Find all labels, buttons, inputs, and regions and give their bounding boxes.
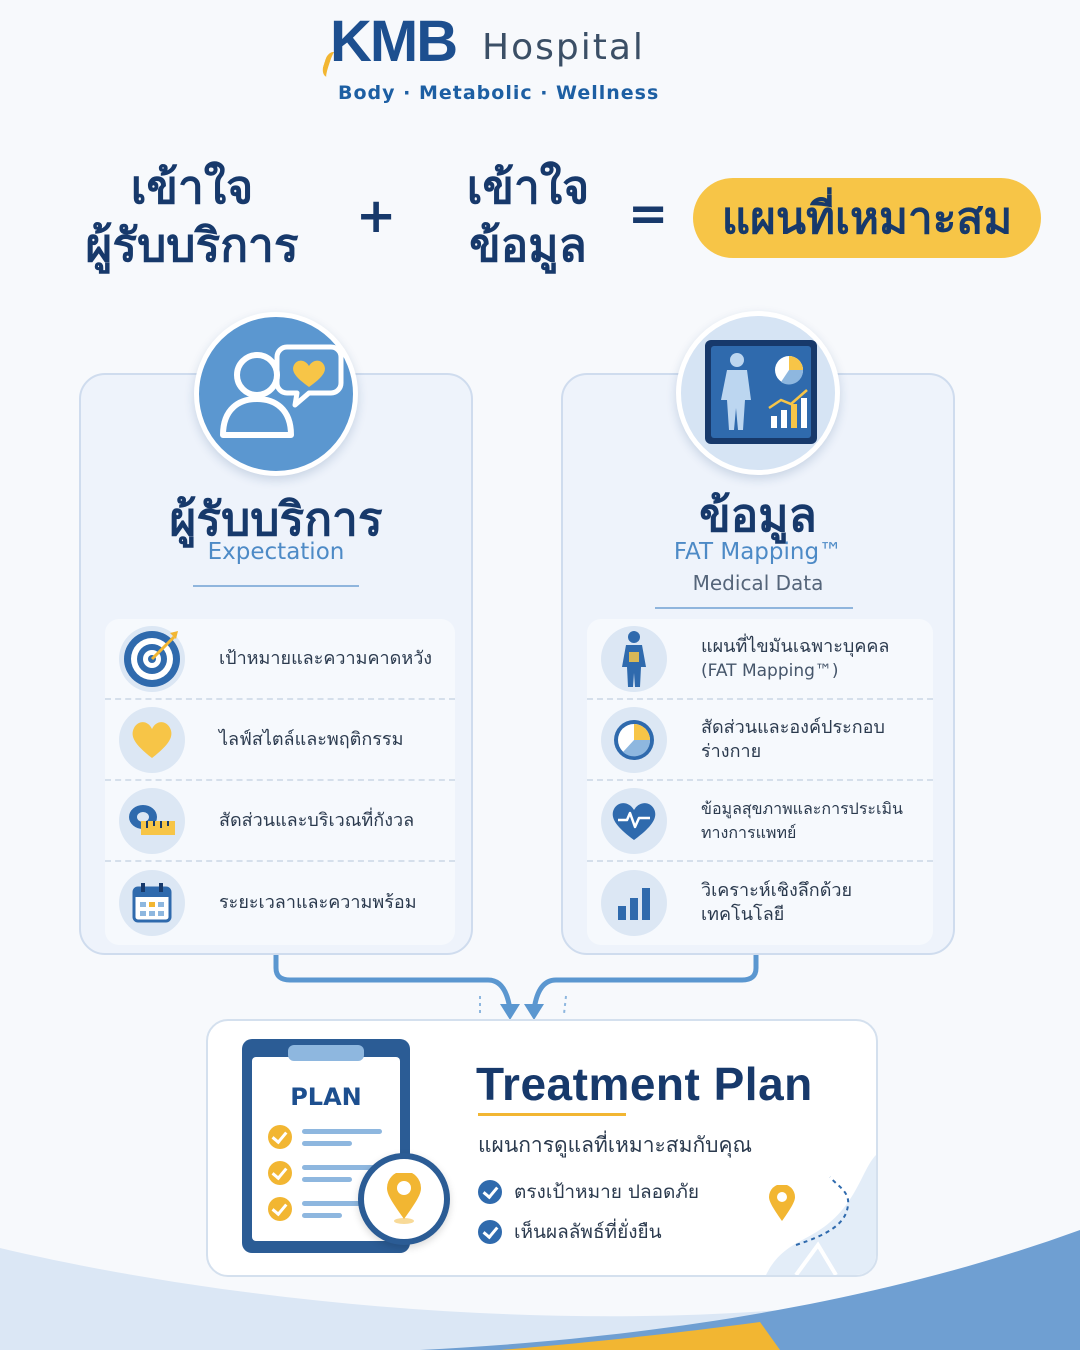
list-item-label: ข้อมูลสุขภาพและการประเมินทางการแพทย์	[701, 798, 903, 842]
people-heart-badge	[194, 312, 358, 476]
treatment-plan-card: PLAN Treatment Plan แผนการดูแลที่เหมาะสม…	[206, 1019, 878, 1277]
plan-line	[302, 1213, 342, 1218]
equation-term-client-line1: เข้าใจ	[130, 160, 254, 214]
calendar-icon	[119, 869, 185, 936]
check-icon	[268, 1197, 292, 1221]
data-list: แผนที่ไขมันเฉพาะบุคคล (FAT Mapping™) สัด…	[587, 619, 933, 945]
people-chat-heart-icon	[220, 344, 344, 438]
heartbeat-icon	[601, 787, 667, 854]
client-list: เป้าหมายและความคาดหวัง ไลฟ์สไตล์และพฤติก…	[105, 619, 455, 945]
list-item: ระยะเวลาและความพร้อม	[105, 862, 455, 943]
map-pin-icon	[769, 1185, 795, 1221]
equals-sign: =	[628, 186, 669, 242]
client-card-divider	[193, 585, 359, 587]
client-card-title: ผู้รับบริการ	[169, 492, 383, 546]
data-card-subtitle-2: Medical Data	[692, 571, 824, 595]
list-item-label: แผนที่ไขมันเฉพาะบุคคล (FAT Mapping™)	[701, 635, 889, 683]
plan-line	[302, 1177, 352, 1182]
pie-chart-icon	[601, 706, 667, 773]
list-item-label-line2: (FAT Mapping™)	[701, 660, 839, 681]
treatment-plan-divider	[478, 1113, 626, 1116]
list-item: สัดส่วนและบริเวณที่กังวล	[105, 781, 455, 862]
heart-icon	[119, 706, 185, 773]
list-item-label: สัดส่วนและบริเวณที่กังวล	[219, 809, 415, 831]
client-card: ผู้รับบริการ Expectation เป้าหมายและความ…	[79, 373, 473, 955]
list-item-label: เป้าหมายและความคาดหวัง	[219, 647, 433, 669]
list-item: ไลฟ์สไตล์และพฤติกรรม	[105, 700, 455, 781]
list-item-label-line1: แผนที่ไขมันเฉพาะบุคคล	[701, 635, 890, 657]
bar-chart-icon	[601, 869, 667, 936]
list-item-label: สัดส่วนและองค์ประกอบร่างกาย	[701, 716, 885, 762]
list-item-label: วิเคราะห์เชิงลึกด้วยเทคโนโลยี	[701, 879, 853, 925]
list-item: แผนที่ไขมันเฉพาะบุคคล (FAT Mapping™)	[587, 619, 933, 700]
logo-name: Hospital	[482, 27, 645, 68]
list-item: วิเคราะห์เชิงลึกด้วยเทคโนโลยี	[587, 862, 933, 943]
clipboard-clip	[288, 1045, 364, 1061]
plan-point: ตรงเป้าหมาย ปลอดภัย	[478, 1177, 699, 1207]
plan-line	[302, 1141, 352, 1146]
check-icon	[268, 1125, 292, 1149]
hospital-logo: KMB Hospital Body · Metabolic · Wellness	[320, 9, 750, 104]
plan-line	[302, 1201, 362, 1206]
plan-point: เห็นผลลัพธ์ที่ยั่งยืน	[478, 1217, 662, 1247]
medical-monitor-icon	[705, 340, 817, 444]
location-pin-icon	[387, 1173, 421, 1224]
client-card-subtitle: Expectation	[207, 539, 345, 565]
list-item-label: ไลฟ์สไตล์และพฤติกรรม	[219, 728, 404, 750]
data-card-title: ข้อมูล	[699, 488, 817, 542]
logo-tagline: Body · Metabolic · Wellness	[338, 82, 660, 104]
medical-data-badge	[676, 311, 840, 475]
plan-clipboard-label: PLAN	[290, 1083, 362, 1111]
equation-term-data-line1: เข้าใจ	[466, 160, 590, 214]
list-item: ข้อมูลสุขภาพและการประเมินทางการแพทย์	[587, 781, 933, 862]
map-route-decoration	[766, 1155, 876, 1275]
plan-point-label: ตรงเป้าหมาย ปลอดภัย	[514, 1181, 700, 1203]
treatment-plan-subtitle: แผนการดูแลที่เหมาะสมกับคุณ	[478, 1133, 753, 1157]
target-icon	[119, 625, 185, 692]
body-figure-icon	[601, 625, 667, 692]
logo-mark: KMB	[330, 9, 458, 74]
location-pin-badge	[358, 1153, 450, 1245]
list-item: เป้าหมายและความคาดหวัง	[105, 619, 455, 700]
plan-line	[302, 1129, 382, 1134]
treatment-plan-title: Treatment Plan	[476, 1058, 813, 1110]
check-circle-icon	[478, 1180, 502, 1204]
plus-sign: +	[356, 188, 397, 244]
measuring-tape-icon	[119, 787, 185, 854]
data-card-divider	[655, 607, 853, 609]
check-circle-icon	[478, 1220, 502, 1244]
equation-term-data-line2: ข้อมูล	[469, 218, 587, 272]
equation-term-client: เข้าใจ ผู้รับบริการ	[70, 158, 314, 274]
data-card-subtitle: FAT Mapping™	[673, 539, 843, 565]
check-icon	[268, 1161, 292, 1185]
bottom-wave-decoration	[0, 1230, 1080, 1350]
list-item-label: ระยะเวลาและความพร้อม	[219, 891, 417, 913]
list-item: สัดส่วนและองค์ประกอบร่างกาย	[587, 700, 933, 781]
equation-result-pill: แผนที่เหมาะสม	[693, 178, 1041, 258]
plan-point-label: เห็นผลลัพธ์ที่ยั่งยืน	[514, 1221, 662, 1243]
equation-term-client-line2: ผู้รับบริการ	[85, 218, 299, 272]
equation-term-data: เข้าใจ ข้อมูล	[440, 158, 616, 274]
merge-connector-arrows	[273, 955, 759, 1020]
plan-line	[302, 1165, 382, 1170]
